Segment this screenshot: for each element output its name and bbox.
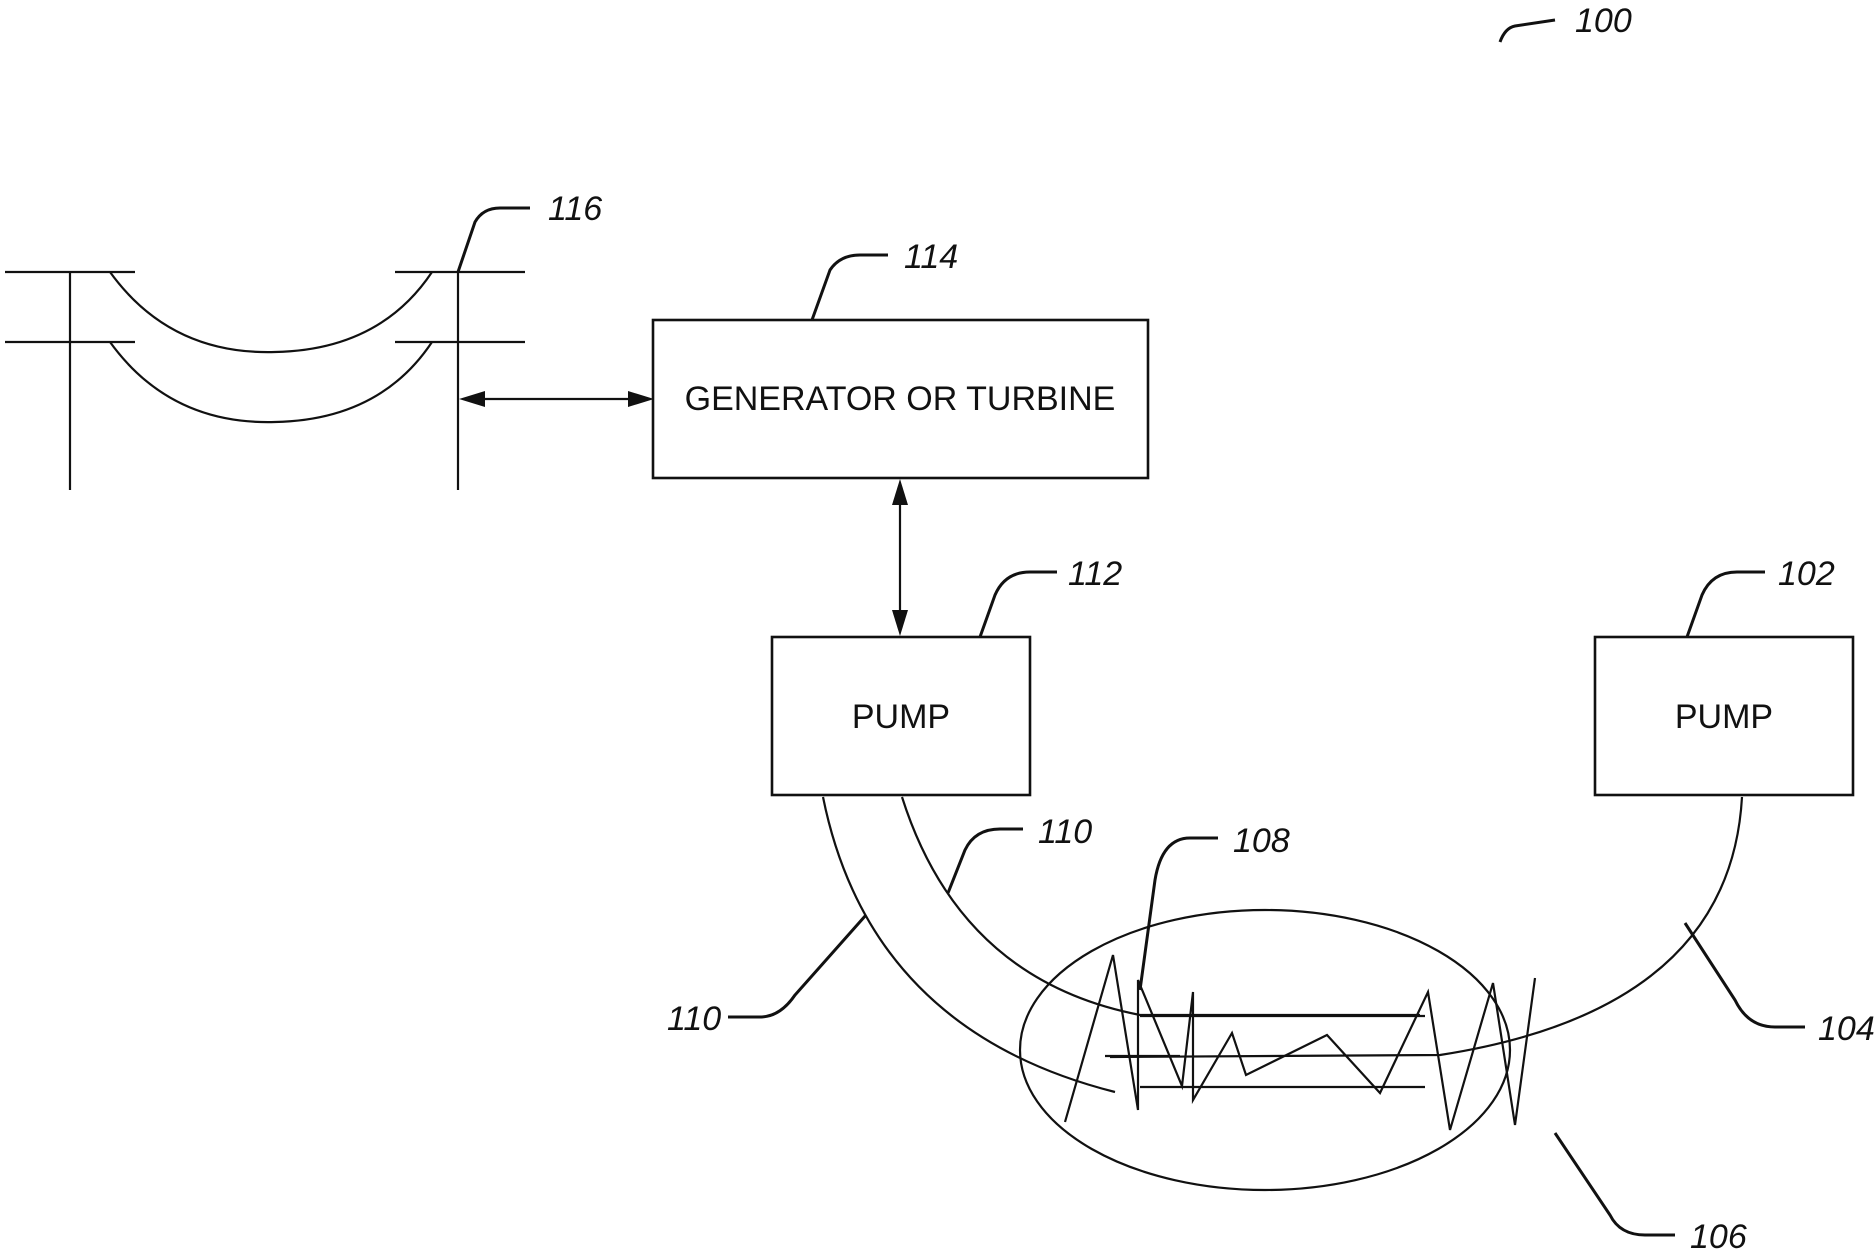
pipe-right-line xyxy=(1109,796,1744,1059)
pump-left-box: PUMP 112 xyxy=(770,555,1122,797)
power-line-upper xyxy=(109,271,433,354)
arrowhead-right-icon xyxy=(628,391,654,407)
arrowhead-left-icon xyxy=(459,391,485,407)
pipe-left-outer xyxy=(821,796,1116,1094)
figure-ref-100: 100 xyxy=(1498,2,1632,43)
ref-label-110-upper: 110 xyxy=(1038,813,1092,851)
ref-label-112: 112 xyxy=(1068,555,1122,593)
ref-label-100: 100 xyxy=(1575,2,1632,40)
pipe-left: 110 110 xyxy=(667,796,1420,1094)
pipe-right: 104 xyxy=(1109,796,1875,1059)
region-ellipse: 106 xyxy=(1018,908,1747,1256)
ref-label-102: 102 xyxy=(1778,555,1835,593)
power-lines: 116 xyxy=(5,190,602,490)
pump-left-label: PUMP xyxy=(852,698,950,736)
pump-right-label: PUMP xyxy=(1675,698,1773,736)
generator-label: GENERATOR OR TURBINE xyxy=(685,380,1116,418)
ref-label-108: 108 xyxy=(1233,822,1290,860)
heat-exchanger-waveform: 108 xyxy=(1063,822,1537,1131)
pipe-left-inner xyxy=(900,796,1420,1017)
arrowhead-down-icon xyxy=(892,610,908,636)
ref-label-104: 104 xyxy=(1818,1010,1875,1048)
power-line-lower xyxy=(109,341,433,424)
arrow-generator-pump xyxy=(892,479,908,636)
ref-label-116: 116 xyxy=(548,190,602,228)
arrowhead-up-icon xyxy=(892,479,908,505)
ref-label-106: 106 xyxy=(1690,1218,1747,1256)
pump-right-box: PUMP 102 xyxy=(1593,555,1855,797)
generator-box: GENERATOR OR TURBINE 114 xyxy=(651,238,1150,480)
arrow-towers-generator xyxy=(459,391,654,407)
ref-label-114: 114 xyxy=(904,238,958,276)
ref-label-110-lower: 110 xyxy=(667,1000,721,1038)
figure-ref-arrow-icon xyxy=(1498,18,1556,43)
